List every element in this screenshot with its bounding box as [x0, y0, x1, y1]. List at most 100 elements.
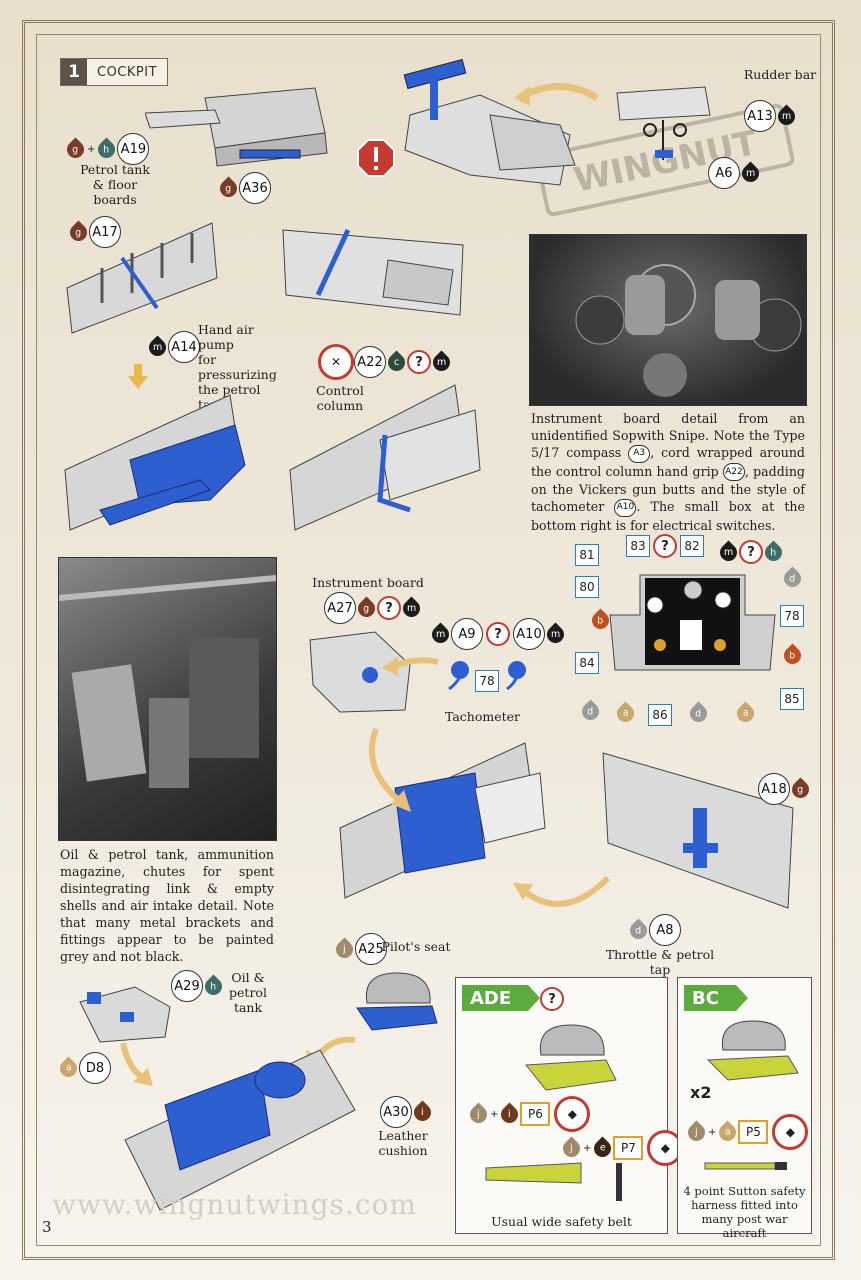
- cockpit-frame-drawing: [403, 58, 576, 186]
- part-a6: A6: [708, 157, 740, 189]
- part-a25: A25: [355, 933, 387, 965]
- part-a17-group: g A17: [66, 216, 121, 248]
- warning-icon: [357, 139, 395, 177]
- instrument-board-drawing: [309, 631, 411, 713]
- part-p6-group: j + i P6 ◆: [466, 1096, 591, 1132]
- part-a27-group: A27 g ? m: [324, 592, 424, 624]
- page-number: 3: [42, 1218, 52, 1236]
- paint-b-2: b: [780, 643, 805, 668]
- paint-d-1: d: [780, 566, 805, 591]
- paint-a-1: a: [613, 701, 638, 726]
- question-icon: ?: [407, 350, 431, 374]
- section-header: 1 COCKPIT: [60, 58, 169, 86]
- instrument-panel-drawing: [609, 574, 776, 671]
- wide-belt-drawing: [485, 1162, 622, 1201]
- decal-82: 82: [680, 535, 704, 557]
- part-a14-group: m A14: [145, 331, 200, 363]
- part-p7: P7: [613, 1136, 644, 1160]
- petrol-tank-parts: g + h A19: [63, 133, 150, 165]
- section-number: 1: [61, 59, 87, 85]
- part-a8-group: d A8: [626, 914, 681, 946]
- part-p5: P5: [738, 1120, 769, 1144]
- part-a14: A14: [168, 331, 200, 363]
- part-a27: A27: [324, 592, 356, 624]
- arrow-down: [128, 364, 148, 389]
- caption-instrument-board: Instrument board: [312, 575, 424, 590]
- part-a18-group: A18 g: [758, 773, 813, 805]
- page-border-inner: [36, 34, 821, 1246]
- decal-84: 84: [575, 652, 599, 674]
- petrol-tank-drawing: [145, 87, 328, 167]
- caption-tachometer: Tachometer: [444, 709, 521, 724]
- part-a36: A36: [239, 172, 271, 204]
- caption-leather-cushion: Leather cushion: [378, 1128, 428, 1158]
- caption-sutton-harness: 4 point Sutton safety harness fitted int…: [683, 1184, 806, 1240]
- hand-pump-frame-drawing: [66, 222, 218, 334]
- ref-a10: A10: [614, 498, 637, 517]
- ref-a3: A3: [628, 444, 651, 463]
- seat-belt-drawing-ade: [525, 1024, 617, 1091]
- frame-with-column-drawing: [289, 384, 481, 531]
- option-panel-bc: BC x2 j + a P5 ◆ 4 point Sutton safety h…: [677, 977, 812, 1240]
- no-elephant-icon-3: ◆: [772, 1114, 809, 1150]
- part-d8-group: a D8: [56, 1052, 111, 1084]
- decal-83-82-group: 83 ? 82: [626, 534, 704, 558]
- decal-86: 86: [648, 704, 672, 726]
- part-a22: A22: [354, 346, 386, 378]
- arrow-tank: [120, 1042, 153, 1086]
- page-border: [22, 20, 835, 1260]
- arrow-instrument: [382, 656, 439, 676]
- part-d8: D8: [79, 1052, 111, 1084]
- part-a25-group: j A25: [332, 933, 387, 965]
- no-entry-icon: ✕: [318, 344, 354, 380]
- final-assembly-drawing: [124, 1049, 356, 1211]
- rudder-bar-drawing: [616, 86, 711, 160]
- part-a6-group: A6 m: [708, 157, 763, 189]
- tachometer-drawing: [448, 661, 526, 691]
- part-p6: P6: [520, 1102, 551, 1126]
- arrow-throttle: [513, 875, 611, 907]
- no-elephant-icon: ◆: [554, 1096, 591, 1132]
- quantity-x2: x2: [690, 1083, 712, 1102]
- paint-d-3: d: [686, 701, 711, 726]
- caption-rudder-bar: Rudder bar: [743, 67, 817, 82]
- part-a19: A19: [117, 133, 150, 165]
- paint-drop-h: h: [94, 136, 119, 162]
- part-a29-group: A29 h: [171, 970, 226, 1002]
- part-a10: A10: [513, 618, 545, 650]
- paint-d-2: d: [578, 699, 603, 724]
- oil-tank-drawing: [79, 986, 171, 1043]
- part-a9-a10-group: m A9 ? A10 m: [428, 618, 568, 650]
- arrow-rudder: [514, 83, 599, 106]
- part-a30: A30: [380, 1096, 412, 1128]
- option-panel-ade: ADE ? j + i P6 ◆ j + e P7 ◆ Usual wide s…: [455, 977, 684, 1234]
- part-p5-group: j + a P5 ◆: [684, 1114, 809, 1150]
- throttle-frame-drawing: [602, 752, 794, 909]
- part-a13-group: A13 m: [744, 100, 799, 132]
- caption-petrol-tank: Petrol tank & floor boards: [80, 162, 150, 207]
- paint-a-2: a: [733, 701, 758, 726]
- part-a30-group: A30 i: [380, 1096, 435, 1128]
- decal-85: 85: [780, 688, 804, 710]
- decal-83: 83: [626, 535, 650, 557]
- caption-control-column: Control column: [316, 383, 364, 413]
- tank-photo-caption: Oil & petrol tank, ammunition magazine, …: [60, 847, 274, 964]
- paint-m-q-h: m ? h: [716, 539, 786, 565]
- tank-photo: [58, 557, 277, 841]
- website-watermark: www.wingnutwings.com: [52, 1188, 417, 1221]
- central-assembly-drawing: [339, 742, 546, 899]
- part-a29: A29: [171, 970, 203, 1002]
- decal-81: 81: [575, 544, 599, 566]
- part-a8: A8: [649, 914, 681, 946]
- part-a9: A9: [451, 618, 483, 650]
- part-a13: A13: [744, 100, 776, 132]
- option-tag-ade: ADE: [470, 987, 512, 1009]
- cockpit-photo-caption: Instrument board detail from an unidenti…: [531, 411, 805, 533]
- caption-oil-petrol-tank: Oil & petrol tank: [229, 970, 267, 1015]
- decal-78-a: 78: [475, 670, 499, 692]
- sutton-strap-drawing: [704, 1162, 787, 1170]
- control-column-frame-drawing: [282, 228, 464, 316]
- caption-pilots-seat: Pilot's seat: [381, 939, 451, 954]
- decal-78-b: 78: [780, 605, 804, 627]
